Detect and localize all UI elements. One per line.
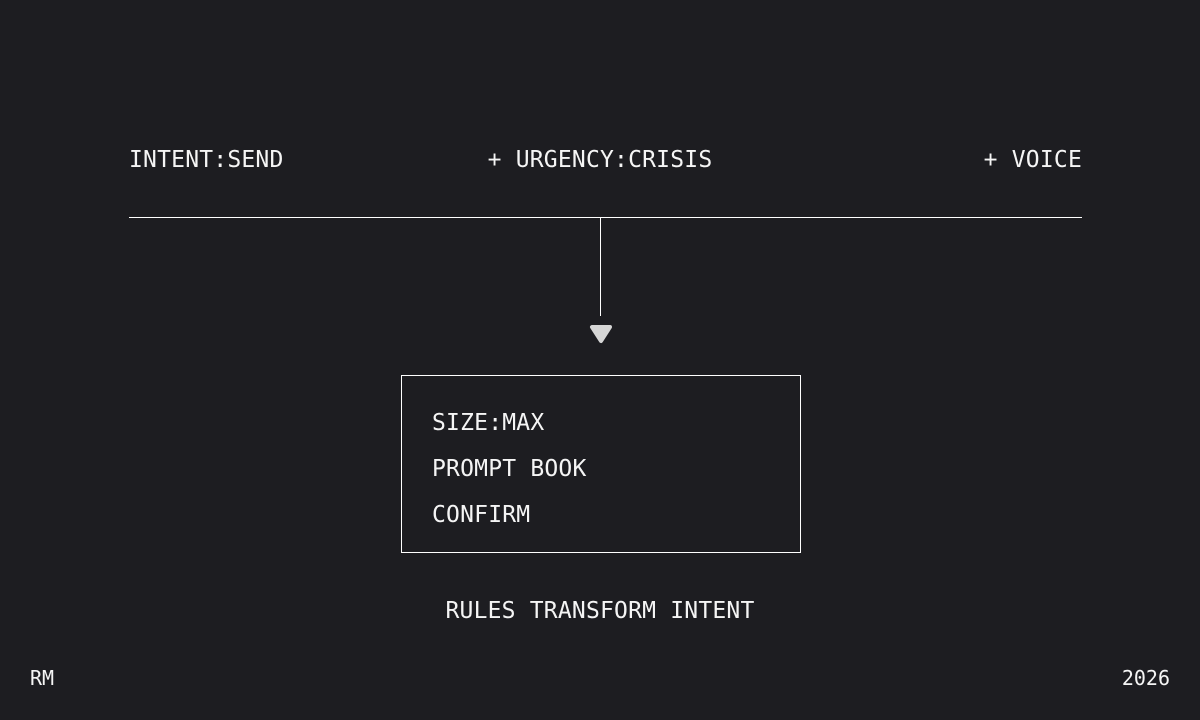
arrow-down-icon — [590, 325, 612, 343]
label-urgency-crisis: + URGENCY:CRISIS — [487, 147, 713, 173]
rules-box: SIZE:MAX PROMPT BOOK CONFIRM — [401, 375, 801, 553]
label-voice: + VOICE — [983, 147, 1082, 173]
footer-year: 2026 — [1121, 666, 1170, 690]
box-line-size-max: SIZE:MAX — [432, 410, 545, 436]
footer-initials: RM — [30, 666, 55, 690]
box-line-confirm: CONFIRM — [432, 502, 531, 528]
connector-line — [600, 218, 601, 316]
caption-rules-transform-intent: RULES TRANSFORM INTENT — [445, 598, 755, 624]
box-line-prompt-book: PROMPT BOOK — [432, 456, 587, 482]
label-intent-send: INTENT:SEND — [129, 147, 284, 173]
horizontal-rule — [129, 217, 1082, 218]
